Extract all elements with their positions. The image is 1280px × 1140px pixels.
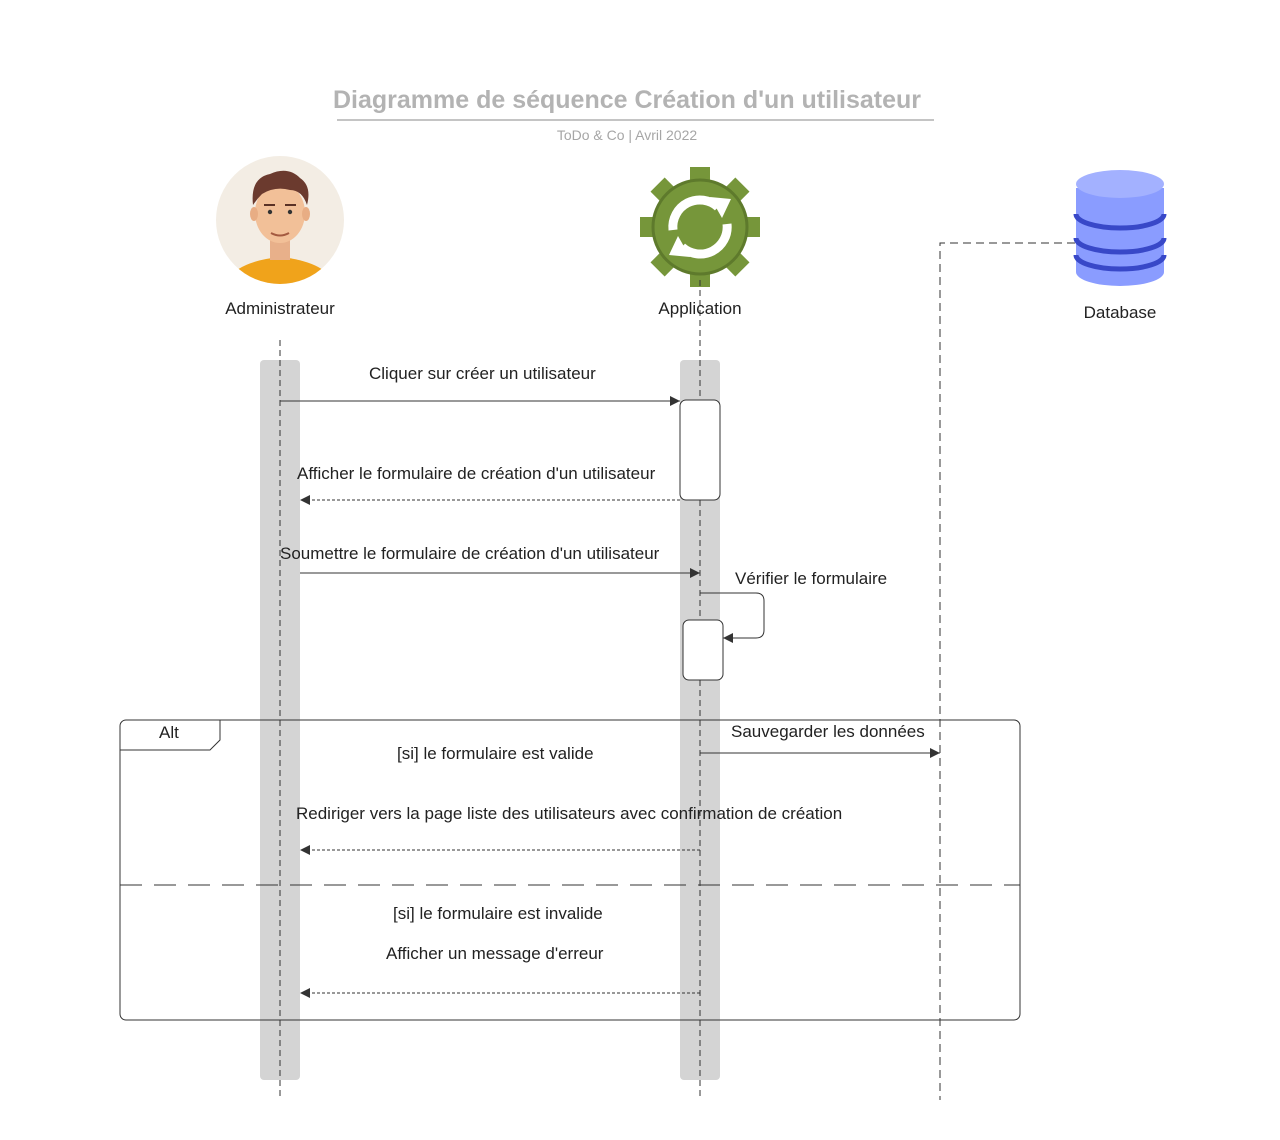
title-underline bbox=[337, 119, 934, 121]
alt-fragment bbox=[119, 719, 1021, 1021]
activation-box-1 bbox=[679, 399, 721, 501]
activation-box-2 bbox=[682, 619, 724, 681]
actor-label-db: Database bbox=[1083, 303, 1157, 322]
db-lifeline bbox=[939, 242, 1075, 1100]
database-icon bbox=[1073, 170, 1167, 286]
message-label-4: Vérifier le formulaire bbox=[735, 569, 888, 588]
alt-label: Alt bbox=[159, 723, 179, 742]
message-label-5: Sauvegarder les données bbox=[731, 722, 925, 741]
diagram-subtitle: ToDo & Co | Avril 2022 bbox=[556, 127, 698, 143]
message-label-3: Soumettre le formulaire de création d'un… bbox=[280, 544, 660, 563]
user-avatar-icon bbox=[216, 156, 344, 284]
message-label-7: Afficher un message d'erreur bbox=[386, 944, 604, 963]
alt-guard-invalid: [si] le formulaire est invalide bbox=[393, 904, 603, 923]
alt-guard-valid: [si] le formulaire est valide bbox=[397, 744, 594, 763]
alt-fragment-tab bbox=[120, 720, 221, 751]
message-label-2: Afficher le formulaire de création d'un … bbox=[297, 464, 656, 483]
gear-refresh-icon bbox=[640, 167, 760, 287]
actor-label-app: Application bbox=[658, 299, 742, 318]
message-label-1: Cliquer sur créer un utilisateur bbox=[369, 364, 596, 383]
diagram-title: Diagramme de séquence Création d'un util… bbox=[332, 86, 922, 114]
message-label-6: Rediriger vers la page liste des utilisa… bbox=[296, 804, 843, 823]
message-arrow-4 bbox=[700, 592, 765, 643]
actor-label-admin: Administrateur bbox=[225, 299, 335, 318]
